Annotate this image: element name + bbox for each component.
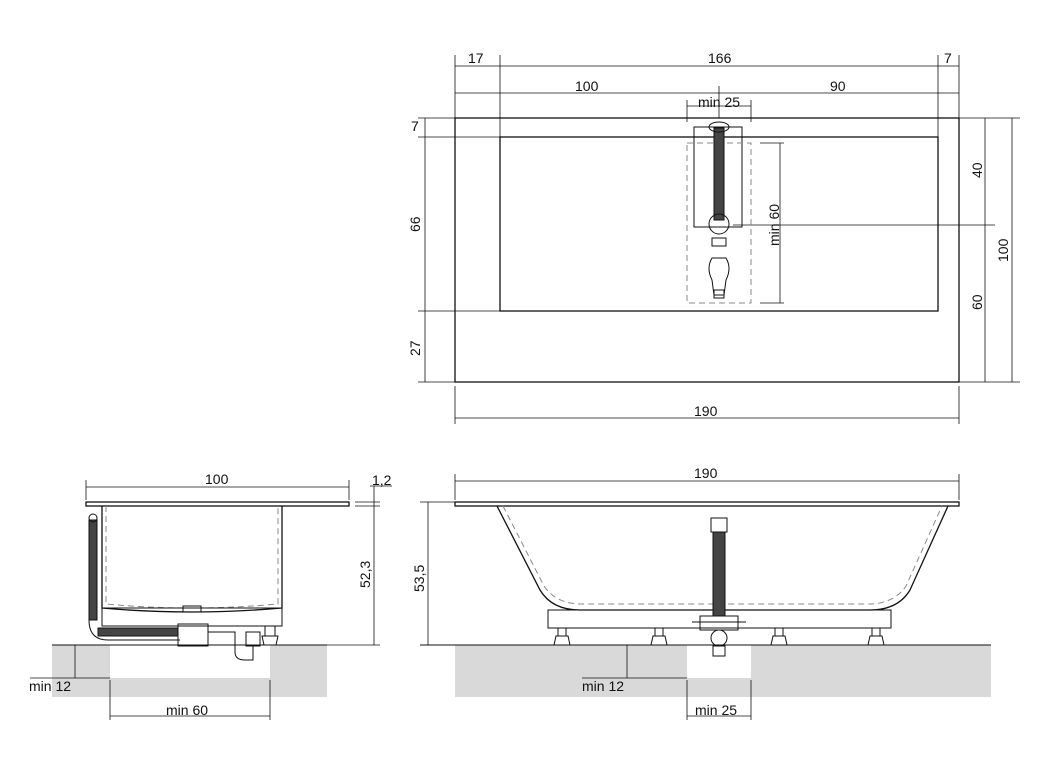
front-feet — [553, 627, 885, 646]
plan-dim-40: 40 — [969, 162, 985, 178]
side-view: 100 1,2 52,3 min 12 min 60 — [29, 471, 392, 720]
plan-dim-27: 27 — [407, 340, 423, 356]
plan-dim-7-top: 7 — [411, 118, 419, 134]
plan-dim-100-right: 100 — [995, 238, 1011, 262]
plan-left-dimensions — [418, 117, 500, 383]
plan-dim-190: 190 — [694, 403, 718, 419]
plan-dim-17: 17 — [468, 50, 484, 66]
plan-dim-min-25: min 25 — [698, 94, 740, 110]
front-dim-min-12: min 12 — [582, 678, 624, 694]
side-dim-min-60: min 60 — [166, 702, 208, 718]
plan-top-dimensions — [454, 55, 960, 137]
front-dim-53-5: 53,5 — [411, 565, 427, 592]
front-dim-190: 190 — [694, 465, 718, 481]
front-rim — [454, 501, 960, 507]
plan-dim-166: 166 — [708, 50, 732, 66]
front-floor-recess — [687, 645, 751, 678]
plan-faucet-symbol — [686, 121, 752, 304]
side-floor-recess — [110, 645, 270, 678]
side-rim — [85, 501, 350, 507]
side-dim-100: 100 — [205, 471, 229, 487]
plan-dim-7-right: 7 — [944, 50, 952, 66]
plan-dim-60: 60 — [969, 294, 985, 310]
side-tub-body — [101, 506, 283, 613]
plan-right-dimensions — [733, 117, 1020, 383]
side-dimensions — [30, 480, 392, 720]
side-dim-52-3: 52,3 — [357, 561, 373, 588]
front-dimensions — [420, 474, 960, 720]
plan-dim-min-60: min 60 — [766, 204, 782, 246]
front-dim-min-25: min 25 — [695, 702, 737, 718]
plan-view: 17 166 7 100 90 min 25 7 66 27 min 60 — [407, 50, 1020, 424]
front-view: 190 53,5 min 12 min 25 — [411, 465, 991, 720]
side-dim-min-12: min 12 — [29, 678, 71, 694]
plan-dim-90: 90 — [830, 78, 846, 94]
front-faucet-symbol — [692, 517, 746, 657]
plan-dim-100: 100 — [575, 78, 599, 94]
plan-dim-66: 66 — [407, 216, 423, 232]
plan-outer-outline — [454, 117, 960, 383]
plan-bottom-dimension — [454, 386, 960, 424]
side-dim-1-2: 1,2 — [372, 472, 392, 488]
